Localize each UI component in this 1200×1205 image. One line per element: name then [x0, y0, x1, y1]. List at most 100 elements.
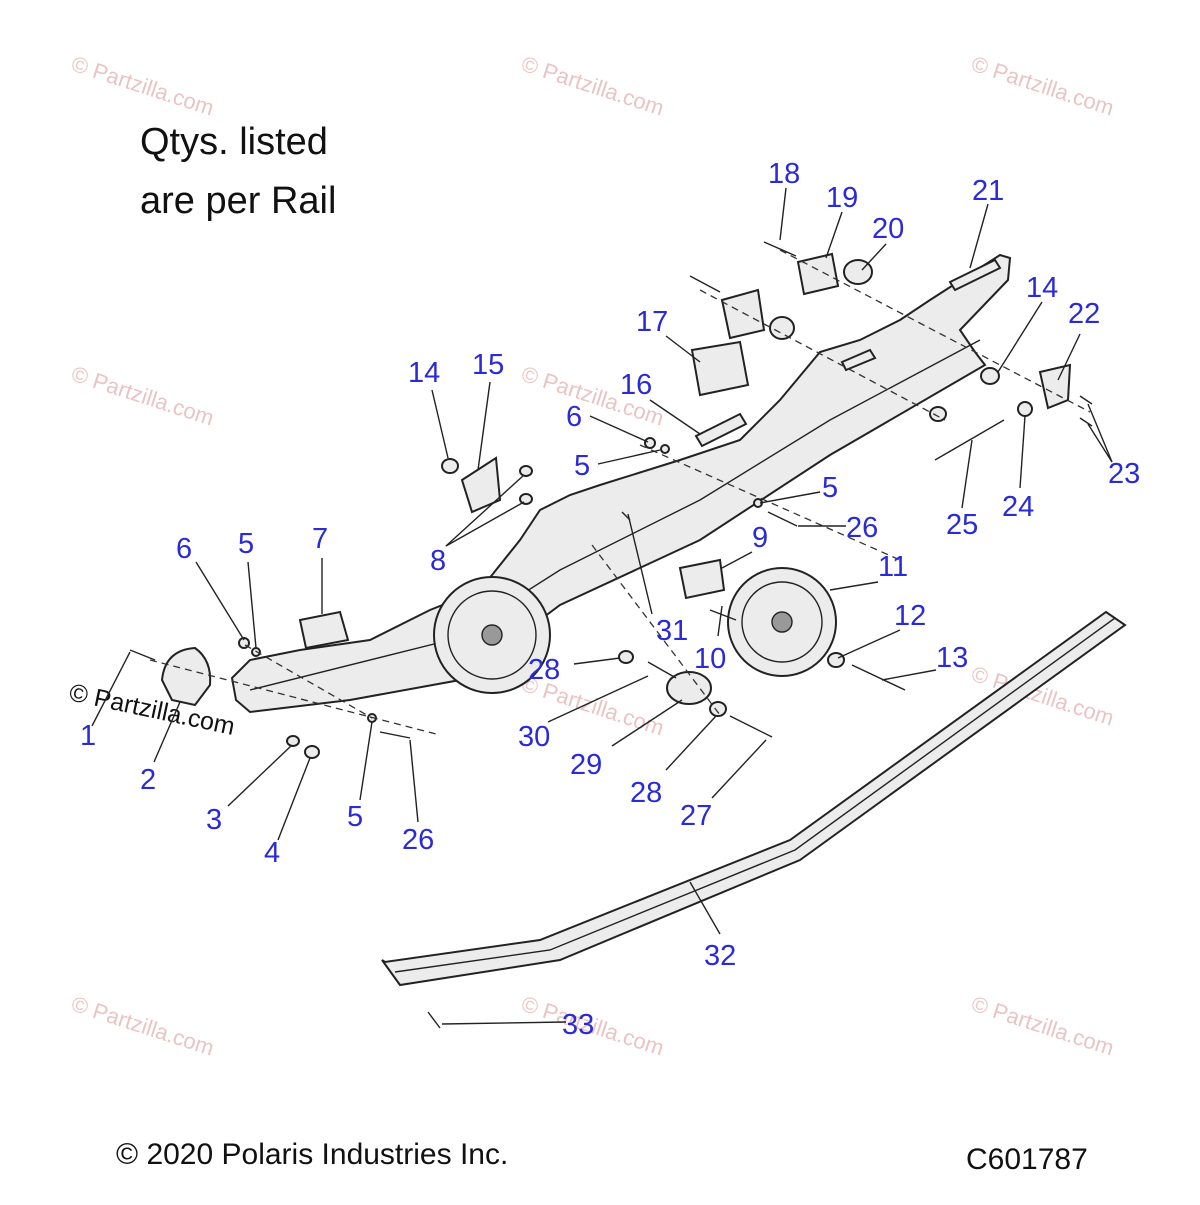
copyright-footer: © 2020 Polaris Industries Inc.	[116, 1138, 509, 1171]
bolt-part	[934, 419, 1005, 461]
rail	[230, 253, 1012, 714]
callout-5: 5	[347, 801, 363, 833]
callout-17: 17	[636, 306, 668, 338]
alignment-line	[244, 644, 373, 719]
quantity-note-line-1: Qtys. listed	[140, 121, 328, 163]
bolt-part	[709, 609, 737, 621]
callout-33: 33	[562, 1009, 594, 1041]
callout-23: 23	[1108, 458, 1140, 490]
rail-assembly	[230, 253, 1012, 714]
watermark: © Partzilla.com	[968, 51, 1117, 121]
rail-slot	[948, 258, 1002, 292]
bolt-part	[729, 715, 773, 738]
bolt-part	[129, 649, 156, 661]
leader-line	[247, 561, 257, 649]
callout-6: 6	[566, 401, 582, 433]
nut-part	[1017, 401, 1033, 417]
bumper-part	[160, 646, 212, 707]
wheel-right	[727, 567, 837, 677]
bolt-part	[851, 664, 906, 691]
callout-5: 5	[238, 528, 254, 560]
bolt-part	[1079, 395, 1093, 405]
wear-strip-edge	[394, 617, 1116, 973]
leader-line	[1057, 333, 1081, 381]
rail-slot	[840, 348, 877, 372]
callout-30: 30	[518, 721, 550, 753]
washer-part	[827, 652, 845, 668]
leader-lines	[91, 187, 1113, 1025]
alignment-line	[699, 289, 946, 421]
leader-line	[277, 757, 311, 841]
callout-12: 12	[894, 600, 926, 632]
callout-19: 19	[826, 182, 858, 214]
callout-24: 24	[1002, 491, 1034, 523]
leader-line	[969, 203, 989, 269]
callout-26: 26	[846, 512, 878, 544]
callout-14: 14	[408, 357, 440, 389]
wheel-hub	[771, 611, 793, 633]
wheel-hub-ring	[741, 581, 823, 663]
leader-line	[689, 881, 721, 935]
callout-16: 16	[620, 369, 652, 401]
callout-27: 27	[680, 800, 712, 832]
spacer-part	[796, 252, 840, 296]
bolt-part	[647, 661, 677, 679]
wear-strip	[381, 610, 1127, 987]
callout-5: 5	[822, 472, 838, 504]
leader-line	[829, 581, 879, 591]
pulley-part	[666, 671, 712, 705]
leader-line	[359, 721, 373, 801]
bolt-part	[379, 731, 411, 739]
block-part	[690, 340, 750, 397]
leader-line	[1087, 423, 1113, 463]
leader-line	[445, 474, 525, 547]
bolt-part	[1079, 417, 1093, 427]
nut-part	[929, 406, 947, 422]
leader-line	[589, 415, 649, 443]
leader-line	[759, 491, 821, 504]
leader-line	[1087, 403, 1113, 463]
nut-part	[304, 745, 320, 759]
washer-part	[618, 650, 634, 664]
leader-line	[881, 669, 937, 681]
leader-line	[573, 657, 621, 665]
callout-15: 15	[472, 349, 504, 381]
alignment-lines	[149, 249, 1091, 736]
callout-5: 5	[574, 450, 590, 482]
rail-edge	[249, 339, 981, 691]
quantity-note-line-2: are per Rail	[140, 180, 337, 222]
callout-2: 2	[140, 764, 156, 796]
leader-line	[547, 675, 649, 723]
wheel-left	[433, 576, 551, 694]
bolt-part	[689, 275, 721, 293]
spacer-part	[720, 288, 766, 340]
leader-line	[195, 561, 245, 641]
leader-line	[477, 381, 491, 471]
alignment-line	[779, 249, 1091, 413]
watermark: © Partzilla.com	[968, 991, 1117, 1061]
leader-line	[431, 389, 449, 459]
nut-part	[519, 493, 533, 505]
leader-line	[825, 211, 843, 259]
wheel-hub-ring	[447, 590, 537, 680]
callout-13: 13	[936, 642, 968, 674]
callout-25: 25	[946, 509, 978, 541]
leader-line	[409, 739, 419, 823]
nut-part	[519, 465, 533, 477]
callout-28: 28	[630, 777, 662, 809]
bolt-part	[763, 241, 797, 257]
leader-line	[611, 699, 683, 747]
leader-line	[721, 551, 753, 569]
bracket-part	[460, 456, 502, 514]
mount-part	[678, 558, 726, 600]
washer-part	[286, 735, 300, 747]
callout-1: 1	[80, 720, 96, 752]
callout-31: 31	[656, 615, 688, 647]
callout-6: 6	[176, 533, 192, 565]
leader-line	[227, 744, 293, 807]
callout-18: 18	[768, 158, 800, 190]
callout-10: 10	[694, 643, 726, 675]
callout-7: 7	[312, 523, 328, 555]
leader-line	[649, 399, 701, 435]
